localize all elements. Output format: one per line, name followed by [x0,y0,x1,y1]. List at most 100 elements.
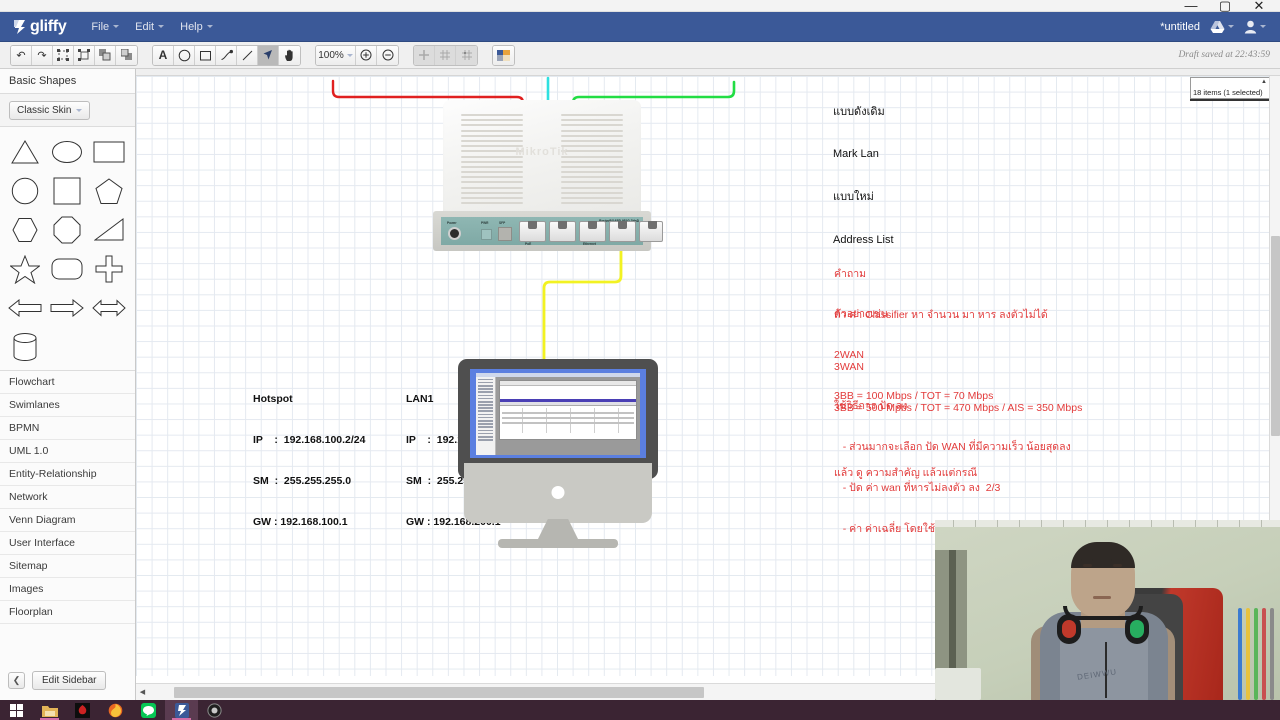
ungroup-button[interactable] [74,45,95,65]
sidebar-category-list: Flowchart Swimlanes BPMN UML 1.0 Entity-… [0,371,135,624]
sidebar-item-uml[interactable]: UML 1.0 [0,440,135,463]
screenshot-workspace [496,377,640,455]
sidebar-item-floorplan[interactable]: Floorplan [0,601,135,624]
sidebar-skin-row: Classic Skin [0,94,135,127]
shapes-sidebar: Basic Shapes Classic Skin [0,69,136,700]
sidebar-item-user-interface[interactable]: User Interface [0,532,135,555]
bring-front-button[interactable] [95,45,116,65]
scroll-left-icon[interactable]: ◀ [139,689,146,696]
shape-right-triangle[interactable] [92,215,126,245]
line-icon[interactable] [132,700,165,720]
ethernet-port-1[interactable] [519,221,546,242]
undo-button[interactable]: ↶ [11,45,32,65]
menu-help[interactable]: Help [173,17,220,37]
shape-rectangle[interactable] [92,137,126,167]
chevron-down-icon [346,53,353,57]
sidebar-item-network[interactable]: Network [0,486,135,509]
shape-hexagon[interactable] [8,215,42,245]
firefox-icon[interactable] [99,700,132,720]
selection-status-text: 18 items (1 selected) [1193,88,1263,97]
shape-rounded-rectangle[interactable] [50,254,84,284]
file-explorer-icon[interactable] [33,700,66,720]
selection-status-panel: ▲ 18 items (1 selected) [1190,77,1270,99]
shape-cylinder[interactable] [8,332,42,362]
computer-monitor[interactable] [458,359,658,548]
note-black-1: แบบดังเดิม [833,105,885,118]
collapse-sidebar-button[interactable]: ❮ [8,672,25,689]
sidebar-item-sitemap[interactable]: Sitemap [0,555,135,578]
snap-grid-button[interactable] [456,45,477,65]
webcam-brow-left [1081,559,1093,561]
gliffy-icon[interactable] [165,700,198,720]
zoom-in-button[interactable] [356,45,377,65]
toolbar-group-tools: A [152,44,301,66]
user-account-icon[interactable] [1244,20,1266,34]
pan-tool[interactable] [279,45,300,65]
line-tool[interactable] [237,45,258,65]
shape-ellipse[interactable] [50,137,84,167]
ethernet-port-2[interactable] [549,221,576,242]
sidebar-item-entity-relationship[interactable]: Entity-Relationship [0,463,135,486]
rectangle-tool[interactable] [195,45,216,65]
edit-sidebar-button[interactable]: Edit Sidebar [32,671,107,690]
gliffy-logo-text: gliffy [30,17,67,35]
shape-arrow-left[interactable] [8,293,42,323]
skin-selector[interactable]: Classic Skin [9,101,91,120]
chevron-down-icon [76,109,83,112]
connector-tool[interactable] [216,45,237,65]
add-guide-button[interactable] [414,45,435,65]
horizontal-scroll-thumb[interactable] [174,687,704,698]
screenshot-table-row [502,422,634,424]
minimize-button[interactable]: — [1184,0,1198,13]
notes-red-conclusion: แล้ว ดู ความสำคัญ แล้วแต่กรณี [834,440,977,508]
sidebar-item-images[interactable]: Images [0,578,135,601]
ethernet-port-3[interactable] [579,221,606,242]
scroll-up-icon[interactable]: ▲ [1261,79,1267,85]
shape-arrow-double[interactable] [92,293,126,323]
note-red-3-2: 3BB = 500 Mpbs / TOT = 470 Mbps / AIS = … [834,402,1083,415]
ellipse-tool[interactable] [174,45,195,65]
shape-arrow-right[interactable] [50,293,84,323]
sidebar-item-flowchart[interactable]: Flowchart [0,371,135,394]
sidebar-item-swimlanes[interactable]: Swimlanes [0,394,135,417]
redo-button[interactable]: ↷ [32,45,53,65]
close-button[interactable]: ✕ [1253,0,1265,13]
menu-edit[interactable]: Edit [128,17,171,37]
send-back-button[interactable] [116,45,137,65]
shape-triangle[interactable] [8,137,42,167]
webcam-appliance [935,668,981,700]
google-drive-icon[interactable] [1210,20,1234,34]
shape-square[interactable] [50,176,84,206]
webcam-eye-right [1113,564,1122,567]
sidebar-item-bpmn[interactable]: BPMN [0,417,135,440]
monitor-power-dot [551,486,565,499]
ethernet-port-5[interactable] [639,221,663,242]
webcam-headphone-cable [1105,642,1107,698]
menu-file[interactable]: File [84,17,126,37]
sidebar-item-venn-diagram[interactable]: Venn Diagram [0,509,135,532]
window-controls: — ▢ ✕ [1174,0,1276,14]
shape-star[interactable] [8,254,42,284]
maximize-button[interactable]: ▢ [1218,0,1232,13]
shape-octagon[interactable] [50,215,84,245]
shape-pentagon[interactable] [92,176,126,206]
ethernet-port-4[interactable] [609,221,636,242]
sidebar-footer: ❮ Edit Sidebar [0,663,135,700]
text-tool[interactable]: A [153,45,174,65]
vertical-scroll-thumb[interactable] [1271,236,1280,436]
webcam-pipe [949,550,956,700]
canvas-vertical-scrollbar[interactable] [1269,76,1280,676]
start-button[interactable] [0,700,33,720]
menu-edit-label: Edit [135,20,155,33]
shape-circle[interactable] [8,176,42,206]
show-grid-button[interactable] [435,45,456,65]
app-red-icon[interactable] [66,700,99,720]
group-button[interactable] [53,45,74,65]
zoom-out-button[interactable] [377,45,398,65]
select-tool[interactable] [258,45,279,65]
media-icon[interactable] [198,700,231,720]
theme-button[interactable] [493,45,514,65]
mikrotik-router[interactable]: MikroTik Power PWR SFP RouterBOARD 951G … [433,100,663,251]
shape-cross[interactable] [92,254,126,284]
zoom-level-selector[interactable]: 100% [316,45,356,65]
